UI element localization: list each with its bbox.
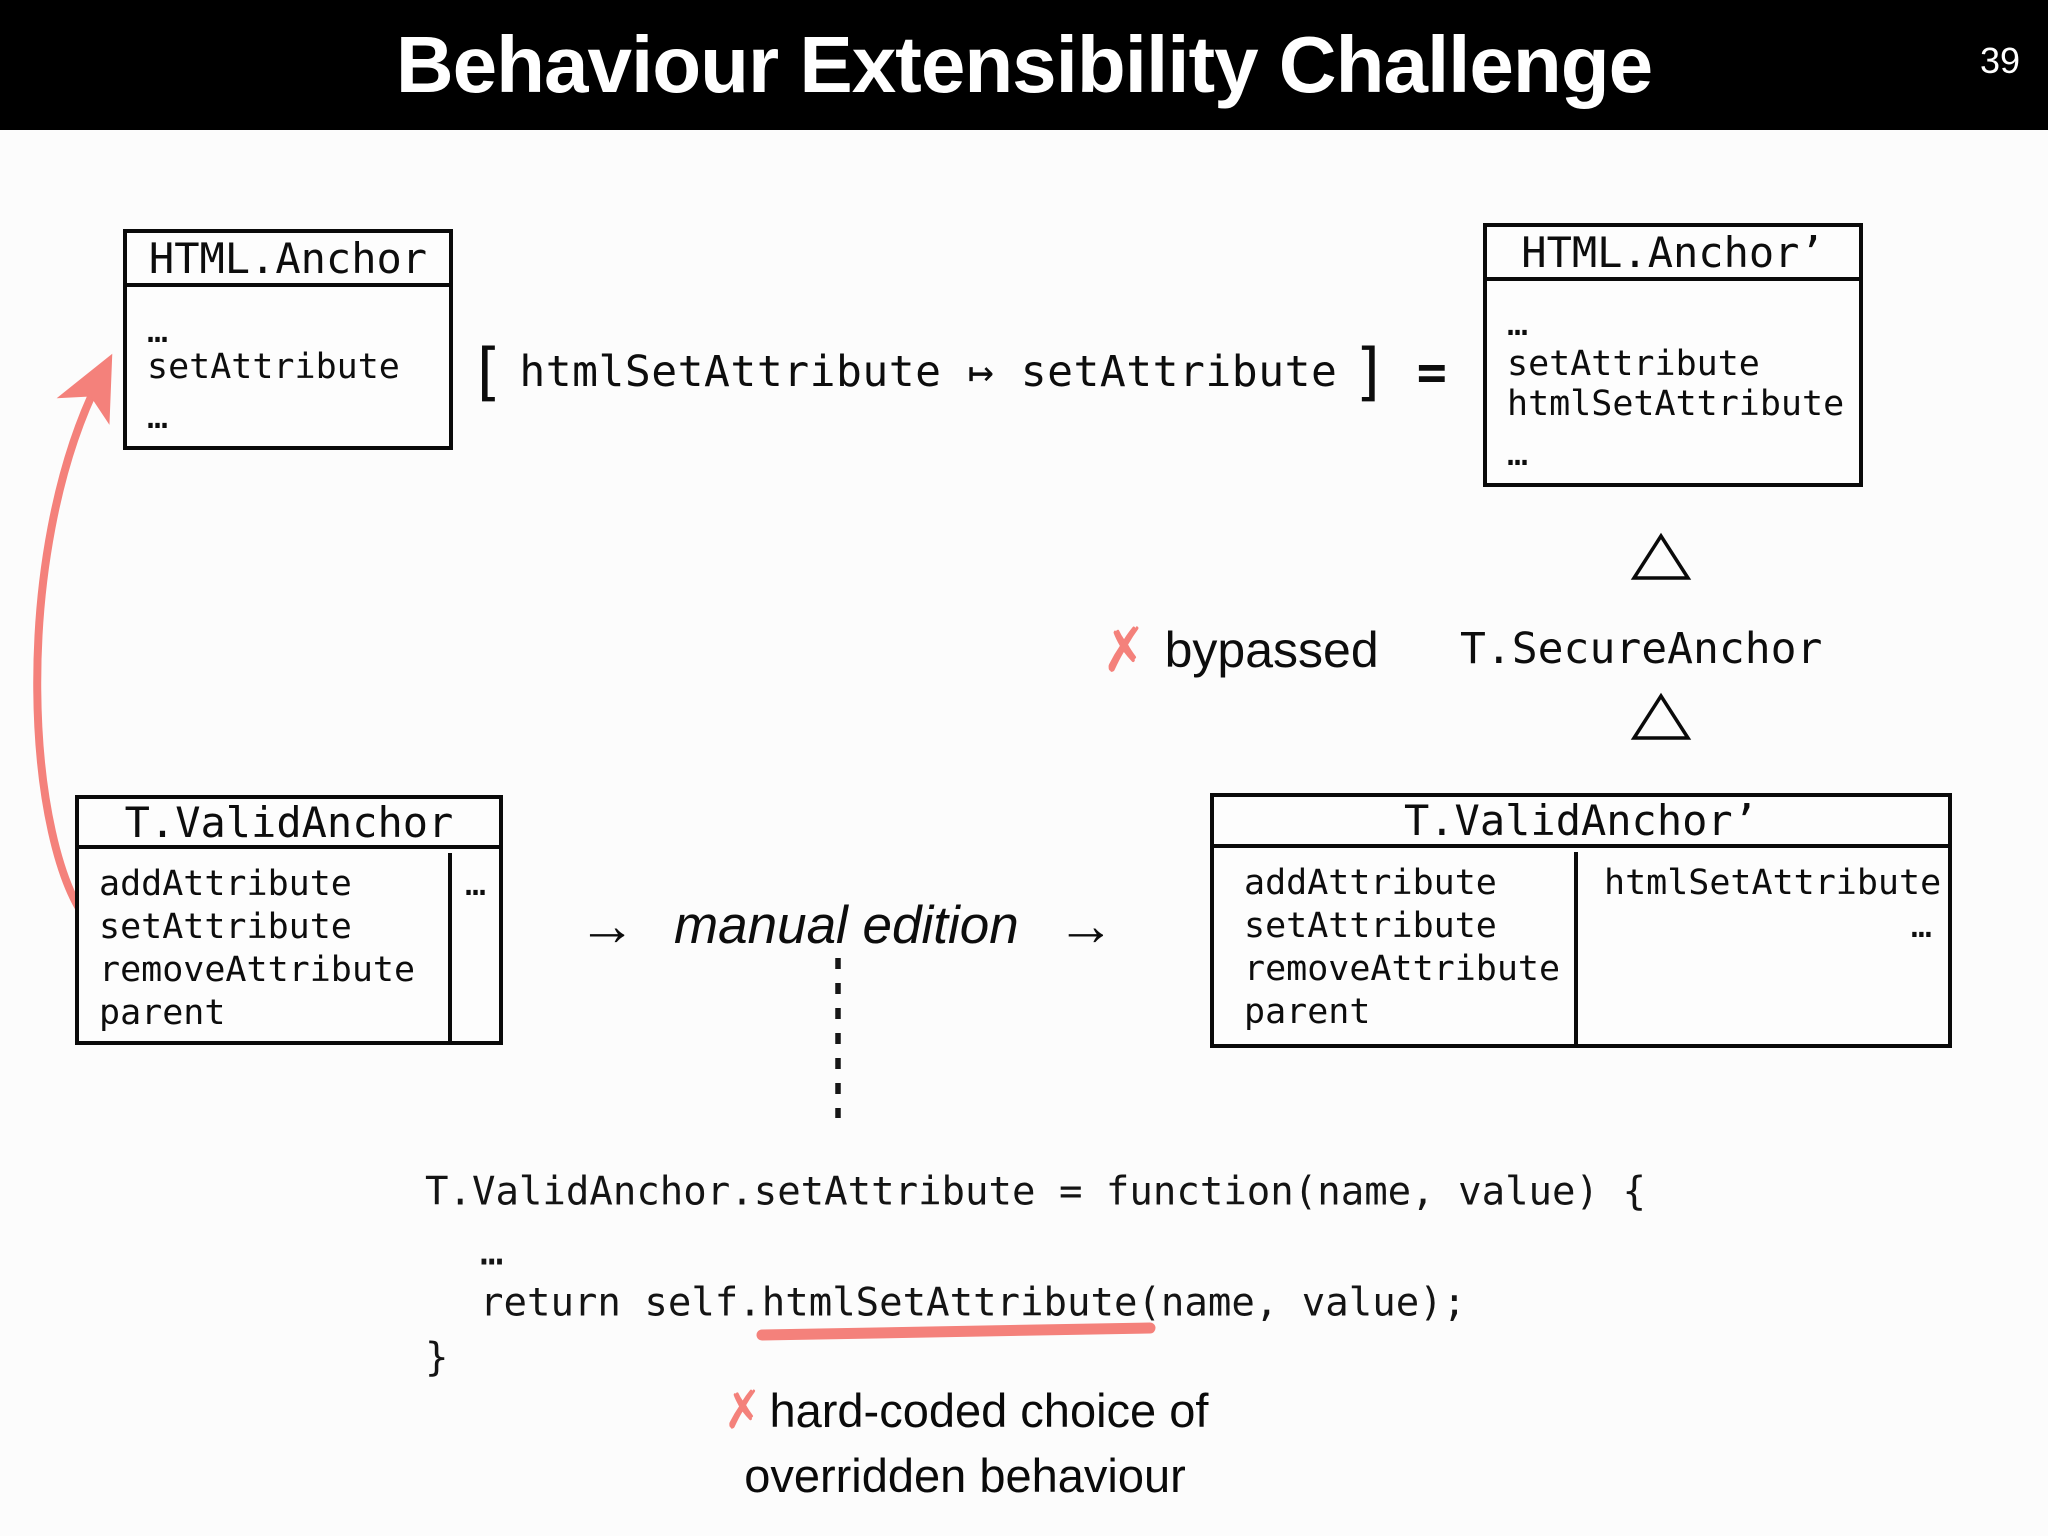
bypassed-annotation: ✗ bypassed	[1097, 616, 1379, 686]
code-line-2: …	[480, 1229, 504, 1275]
member-ellipsis: …	[1507, 304, 1529, 344]
code-line-1: T.ValidAnchor.setAttribute = function(na…	[425, 1169, 1646, 1215]
member-ellipsis: …	[464, 864, 487, 904]
member-htmlsetattribute: htmlSetAttribute	[1604, 863, 1942, 903]
member-addattribute: addAttribute	[99, 864, 352, 904]
hard-coded-caption: ✗hard-coded choice of overridden behavio…	[620, 1378, 1310, 1508]
member-addattribute: addAttribute	[1244, 863, 1497, 903]
header-bar: Behaviour Extensibility Challenge 39	[0, 0, 2048, 130]
code-line-4: }	[425, 1335, 449, 1381]
cross-mark-icon: ✗	[718, 1379, 767, 1441]
morphism-body: htmlSetAttribute ↦ setAttribute	[519, 347, 1338, 397]
slide-number: 39	[1979, 40, 2020, 81]
right-arrow-icon: →	[578, 892, 636, 958]
manual-edition-label: manual edition	[674, 895, 1019, 955]
bracket-right: ]	[1351, 335, 1389, 408]
right-arrow-icon: →	[1056, 892, 1115, 958]
bypassed-label: bypassed	[1164, 622, 1379, 678]
rename-morphism-formula: [ htmlSetAttribute ↦ setAttribute ] =	[468, 334, 1447, 410]
member-removeattribute: removeAttribute	[1244, 949, 1561, 989]
class-box-html-anchor: HTML.Anchor … setAttribute …	[123, 229, 453, 450]
bracket-left: [	[468, 335, 506, 408]
class-title: HTML.Anchor’	[1487, 227, 1859, 281]
member-ellipsis: …	[1910, 906, 1932, 946]
slide-title: Behaviour Extensibility Challenge	[395, 20, 1653, 109]
class-title: T.ValidAnchor	[79, 798, 499, 849]
secure-anchor-class-label: T.SecureAnchor	[1460, 624, 1823, 674]
member-setattribute: setAttribute	[147, 347, 400, 387]
code-highlight-underline	[756, 1322, 1156, 1341]
member-parent: parent	[99, 993, 226, 1033]
caption-line-2: overridden behaviour	[744, 1449, 1186, 1502]
cross-mark-icon: ✗	[1096, 615, 1152, 686]
class-box-valid-anchor-prime: T.ValidAnchor’ addAttribute setAttribute…	[1210, 793, 1952, 1048]
member-ellipsis: …	[147, 397, 169, 437]
class-title: HTML.Anchor	[127, 233, 449, 287]
code-line-3: return self.htmlSetAttribute(name, value…	[480, 1280, 1467, 1326]
member-parent: parent	[1244, 992, 1371, 1032]
member-ellipsis: …	[1507, 434, 1529, 474]
member-setattribute: setAttribute	[1244, 906, 1497, 946]
member-ellipsis: …	[147, 311, 169, 351]
class-box-html-anchor-prime: HTML.Anchor’ … setAttribute htmlSetAttri…	[1483, 223, 1863, 487]
member-htmlsetattribute: htmlSetAttribute	[1507, 384, 1845, 424]
inheritance-triangle-top-icon	[1630, 532, 1692, 580]
inheritance-triangle-bottom-icon	[1630, 692, 1692, 740]
caption-text-1: hard-coded choice of	[769, 1384, 1209, 1437]
class-title: T.ValidAnchor’	[1214, 796, 1948, 848]
manual-edition-row: → manual edition →	[578, 891, 1115, 959]
member-setattribute: setAttribute	[99, 907, 352, 947]
member-setattribute: setAttribute	[1507, 344, 1760, 384]
member-removeattribute: removeAttribute	[99, 950, 416, 990]
class-box-valid-anchor: T.ValidAnchor addAttribute setAttribute …	[75, 795, 503, 1045]
equals-sign: =	[1416, 343, 1447, 401]
caption-line-1: ✗hard-coded choice of	[620, 1378, 1310, 1443]
